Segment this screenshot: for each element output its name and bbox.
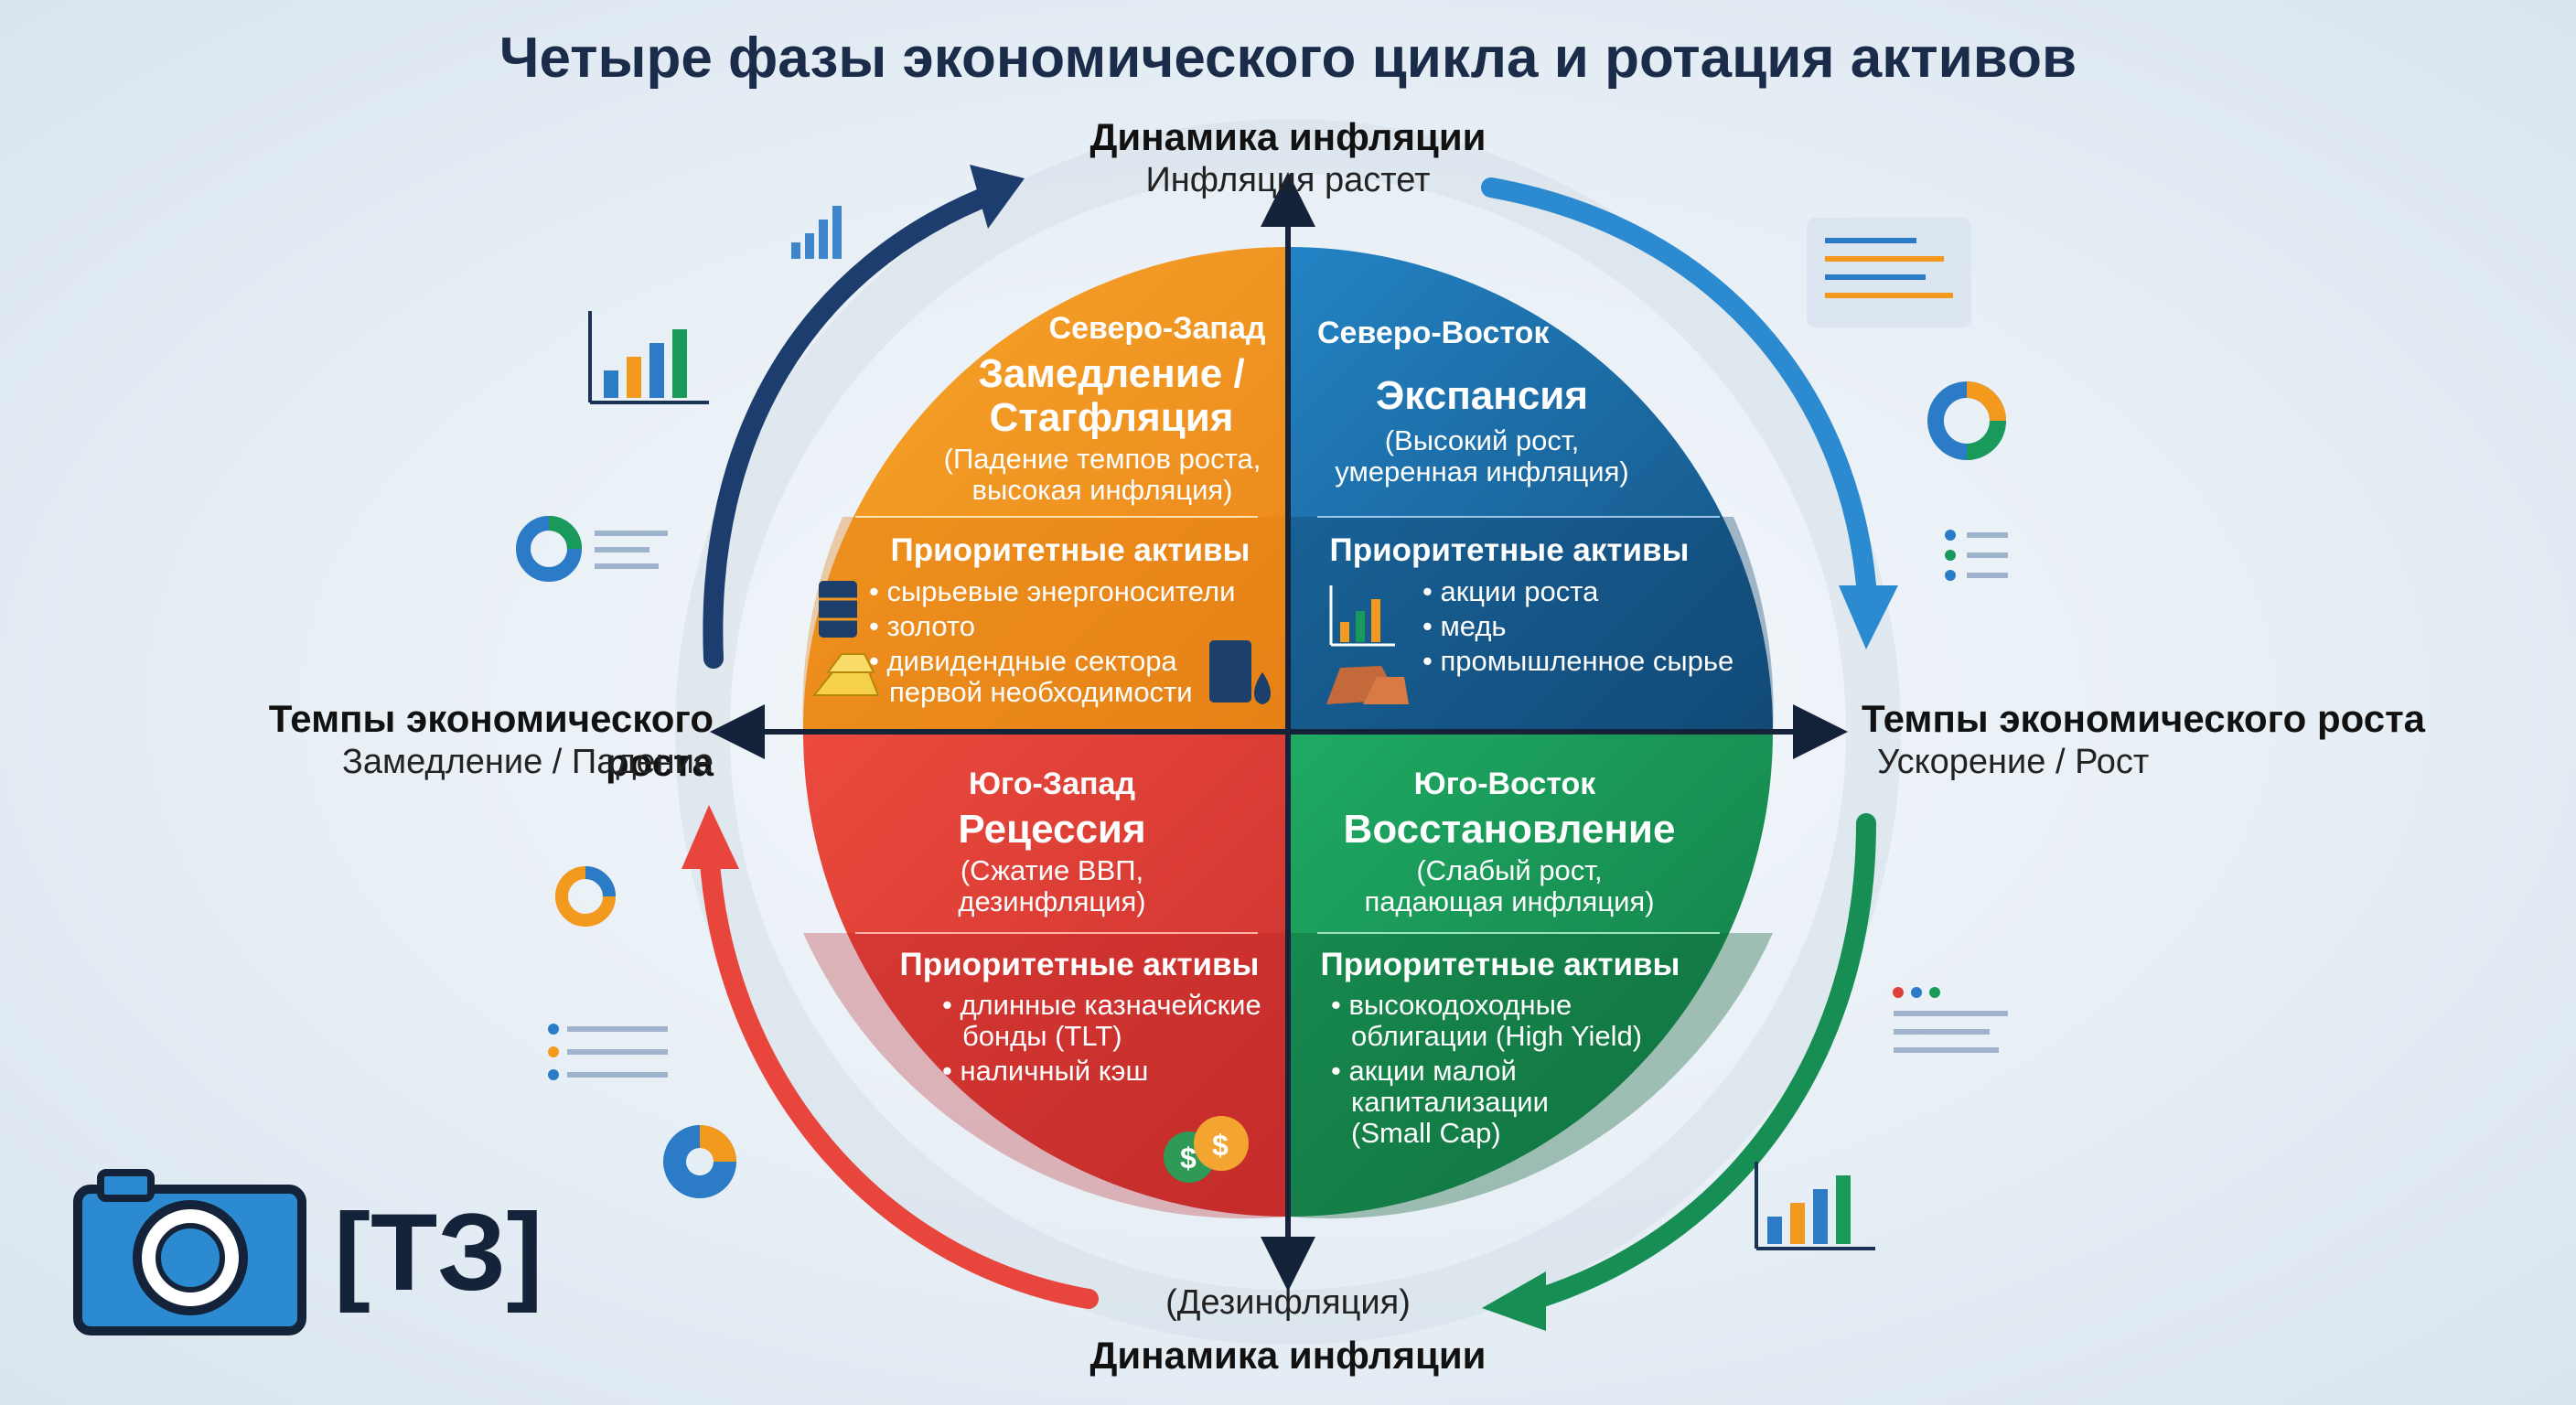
quadrant-ne-bg — [1288, 247, 1773, 732]
donut-chart-icon-right — [1927, 381, 2006, 460]
quadrant-se-asset-item: капитализации — [1351, 1086, 1549, 1118]
quadrant-nw-phase-line2: Стагфляция — [989, 395, 1234, 440]
quadrant-sw-bg — [803, 732, 1288, 1217]
gold-bars-icon — [811, 653, 880, 696]
quadrant-nw-bg — [803, 247, 1288, 732]
quadrant-nw-direction: Северо-Запад — [1048, 311, 1266, 346]
oil-barrel-icon — [819, 581, 857, 638]
axis-bottom-sub: (Дезинфляция) — [1165, 1283, 1411, 1322]
logo-text: [ТЗ] — [334, 1191, 543, 1314]
cycle-arrow-ne — [1481, 177, 1876, 595]
quadrant-nw-asset-item: первой необходимости — [889, 676, 1193, 708]
quadrant-ne-desc1: (Высокий рост, — [1384, 424, 1580, 456]
quadrant-se-asset-item: • высокодоходные — [1331, 989, 1572, 1021]
quadrant-nw-asset-item: • золото — [869, 610, 975, 642]
quadrant-sw-assets-heading: Приоритетные активы — [899, 947, 1260, 982]
document-icon — [1807, 218, 1971, 327]
quadrant-se-bg — [1288, 732, 1773, 1217]
quadrant-se-asset-item: • акции малой — [1331, 1055, 1517, 1087]
quadrant-se-phase: Восстановление — [1343, 807, 1676, 852]
donut-chart-icon-left-low — [555, 866, 616, 927]
quadrant-ne-asset-item: • акции роста — [1422, 575, 1599, 607]
quadrant-se-desc2: падающая инфляция) — [1364, 885, 1655, 917]
quadrant-ne-asset-item: • промышленное сырье — [1422, 645, 1734, 677]
axis-bottom-label: Динамика инфляции — [1089, 1334, 1487, 1377]
quadrant-nw-desc1: (Падение темпов роста, — [943, 443, 1261, 475]
copper-ingots-icon — [1326, 666, 1409, 704]
cycle-arrow-sw — [699, 841, 1099, 1309]
axis-top-label: Динамика инфляции — [1089, 115, 1487, 158]
cycle-arrow-se — [1527, 813, 1876, 1309]
quadrant-se-assets-heading: Приоритетные активы — [1320, 947, 1680, 982]
quadrant-ne-assets-heading: Приоритетные активы — [1329, 532, 1690, 568]
quadrant-nw-asset-item: • сырьевые энергоносители — [869, 575, 1236, 607]
axis-left-label: Темпы экономического роста — [268, 697, 714, 784]
quadrant-nw-phase-line1: Замедление / — [978, 351, 1245, 396]
quadrant-sw-asset-item: бонды (TLT) — [962, 1020, 1122, 1052]
list-icon-left — [548, 1024, 668, 1080]
money-bags-icon: $ $ — [1164, 1116, 1249, 1183]
quadrant-sw-phase: Рецессия — [958, 807, 1146, 852]
axis-right-label: Темпы экономического роста — [1862, 697, 2425, 740]
page-title: Четыре фазы экономического цикла и ротац… — [499, 27, 2077, 90]
quadrant-nw-assets-heading: Приоритетные активы — [890, 532, 1250, 568]
quadrant-ne-desc2: умеренная инфляция) — [1335, 456, 1629, 488]
quadrant-sw-desc2: дезинфляция) — [958, 885, 1146, 917]
watermark-ring — [675, 119, 1901, 1345]
bar-chart-icon — [791, 206, 842, 259]
quadrant-ne-direction: Северо-Восток — [1317, 316, 1550, 350]
quadrant-nw-desc2: высокая инфляция) — [971, 474, 1233, 506]
svg-text:$: $ — [1212, 1129, 1229, 1162]
quadrant-se-desc1: (Слабый рост, — [1416, 854, 1603, 886]
donut-chart-icon — [516, 516, 668, 582]
trend-chart-icon-right — [1755, 1162, 1875, 1250]
cycle-arrow-nw — [703, 182, 1007, 669]
axis-right-sub: Ускорение / Рост — [1877, 743, 2150, 781]
list-icon-right — [1945, 530, 2008, 581]
quadrant-sw-asset-item: • наличный кэш — [942, 1055, 1149, 1087]
quadrant-sw-desc1: (Сжатие ВВП, — [960, 854, 1144, 886]
axis-top-sub: Инфляция растет — [1145, 161, 1431, 199]
svg-text:$: $ — [1180, 1142, 1197, 1174]
camera-logo-icon — [73, 1169, 306, 1335]
pie-chart-icon-left — [663, 1125, 736, 1198]
quadrant-ne-phase: Экспансия — [1375, 373, 1589, 418]
quadrant-ne-asset-item: • медь — [1422, 610, 1507, 642]
trend-chart-icon — [588, 311, 709, 404]
quadrant-se-asset-item: облигации (High Yield) — [1351, 1020, 1643, 1052]
axis-left-sub: Замедление / Падение — [341, 743, 714, 781]
quadrant-nw-asset-item: • дивидендные сектора — [869, 645, 1177, 677]
quadrant-sw-direction: Юго-Запад — [968, 767, 1136, 801]
quadrant-sw-asset-item: • длинные казначейские — [942, 989, 1261, 1021]
quadrant-se-direction: Юго-Восток — [1413, 767, 1596, 801]
oil-barrel-drop-icon — [1209, 640, 1271, 704]
growth-chart-icon — [1329, 585, 1395, 647]
list-icon-right-low — [1893, 987, 2008, 1053]
quadrant-se-asset-item: (Small Cap) — [1351, 1117, 1501, 1149]
